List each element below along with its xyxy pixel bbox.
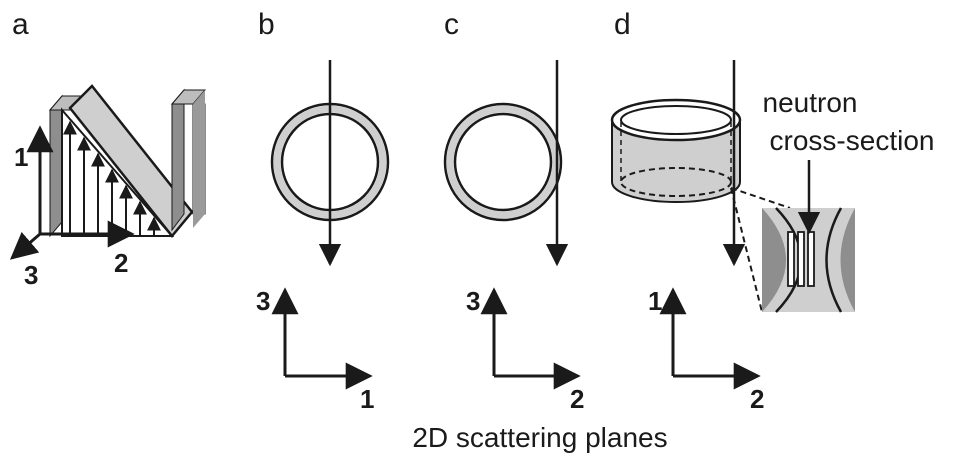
- shear-gap: [61, 107, 175, 237]
- couette-right-wall: [170, 88, 207, 232]
- axes-b: [271, 287, 373, 390]
- figure-caption: 2D scattering planes: [412, 422, 667, 453]
- couette-ring-c: [443, 102, 563, 222]
- beam-slits: [787, 231, 815, 287]
- annotation-neutron: neutron: [763, 87, 858, 118]
- zoom-connector: [730, 187, 791, 313]
- axis-label-b-vertical: 3: [256, 286, 270, 316]
- annotation-cross-section: cross-section: [770, 125, 935, 156]
- panel-letter-c: c: [444, 8, 459, 41]
- axes-a: [9, 125, 135, 260]
- axis-label-d-vertical: 1: [648, 286, 662, 316]
- axes-d: [659, 287, 761, 390]
- axis-label-a-2: 2: [114, 248, 128, 278]
- couette-cylinder-3d: [610, 98, 742, 203]
- axes-c: [480, 287, 581, 390]
- panel-letter-a: a: [12, 8, 29, 41]
- panel-letter-d: d: [614, 8, 631, 41]
- panel-a: a: [9, 8, 207, 290]
- panel-c: c 3 2: [443, 8, 584, 414]
- axis-label-b-horizontal: 1: [360, 384, 374, 414]
- panel-letter-b: b: [258, 8, 275, 41]
- axis-label-a-1: 1: [14, 142, 28, 172]
- moving-plate: [68, 84, 194, 238]
- cross-section-inset: [762, 160, 855, 313]
- axis-label-a-3: 3: [24, 260, 38, 290]
- velocity-profile-arrows: [63, 120, 161, 236]
- panel-b: b 3 1: [256, 8, 390, 414]
- axis-label-c-horizontal: 2: [570, 384, 584, 414]
- panel-d: d n: [610, 8, 935, 414]
- axis-label-d-horizontal: 2: [750, 384, 764, 414]
- axis-label-c-vertical: 3: [466, 286, 480, 316]
